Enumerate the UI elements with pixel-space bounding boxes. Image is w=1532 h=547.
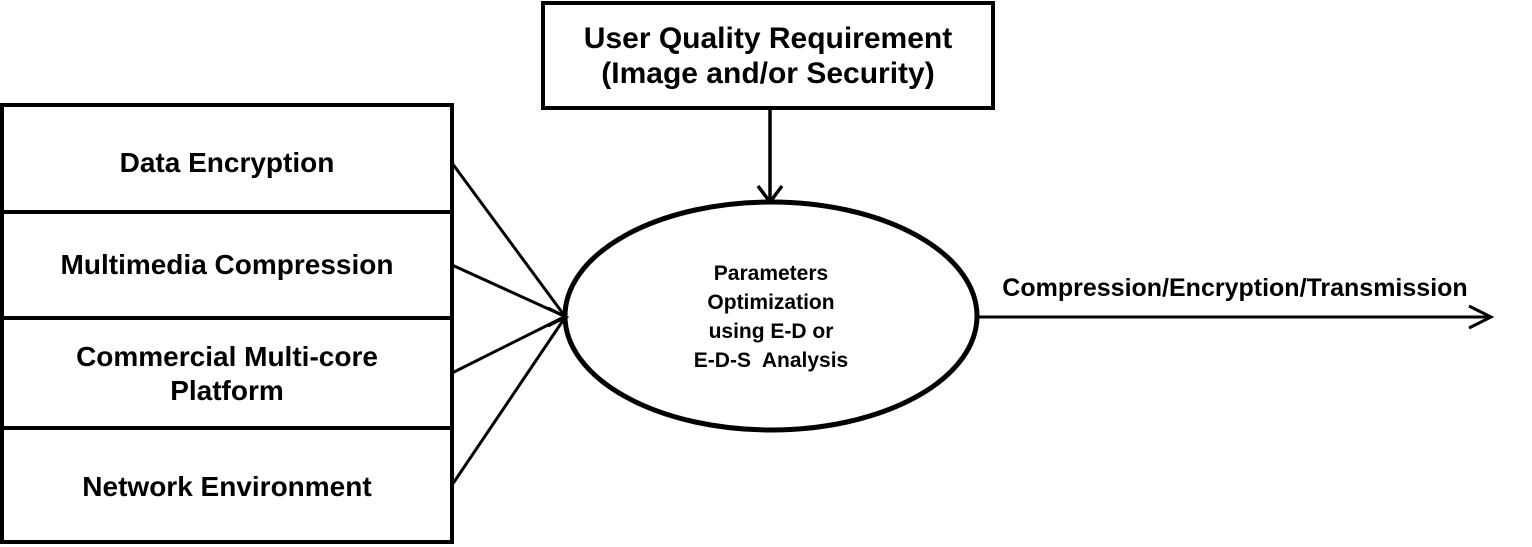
down-arrowhead-icon <box>756 184 784 205</box>
connector-data-encryption <box>450 162 566 316</box>
parameters-optimization-label: Parameters Optimization using E-D or E-D… <box>693 262 849 372</box>
convergence-arrowhead-icon <box>547 306 570 328</box>
top-box <box>541 1 995 110</box>
right-arrowhead-icon <box>1468 304 1495 330</box>
user-quality-requirement-label: User Quality Requirement (Image and/or S… <box>583 21 953 90</box>
connector-multimedia-compression <box>451 263 565 318</box>
output-arrow-label: Compression/Encryption/Transmission <box>1002 274 1468 302</box>
input-label-multimedia-compression: Multimedia Compression <box>60 249 394 280</box>
input-label-data-encryption: Data Encryption <box>119 147 335 178</box>
connector-multicore-platform <box>451 315 565 375</box>
input-label-multicore-platform: Commercial Multi-core Platform <box>76 341 378 406</box>
connector-network-environment <box>450 318 566 486</box>
input-stack-box <box>0 103 454 544</box>
input-label-network-environment: Network Environment <box>82 471 372 502</box>
